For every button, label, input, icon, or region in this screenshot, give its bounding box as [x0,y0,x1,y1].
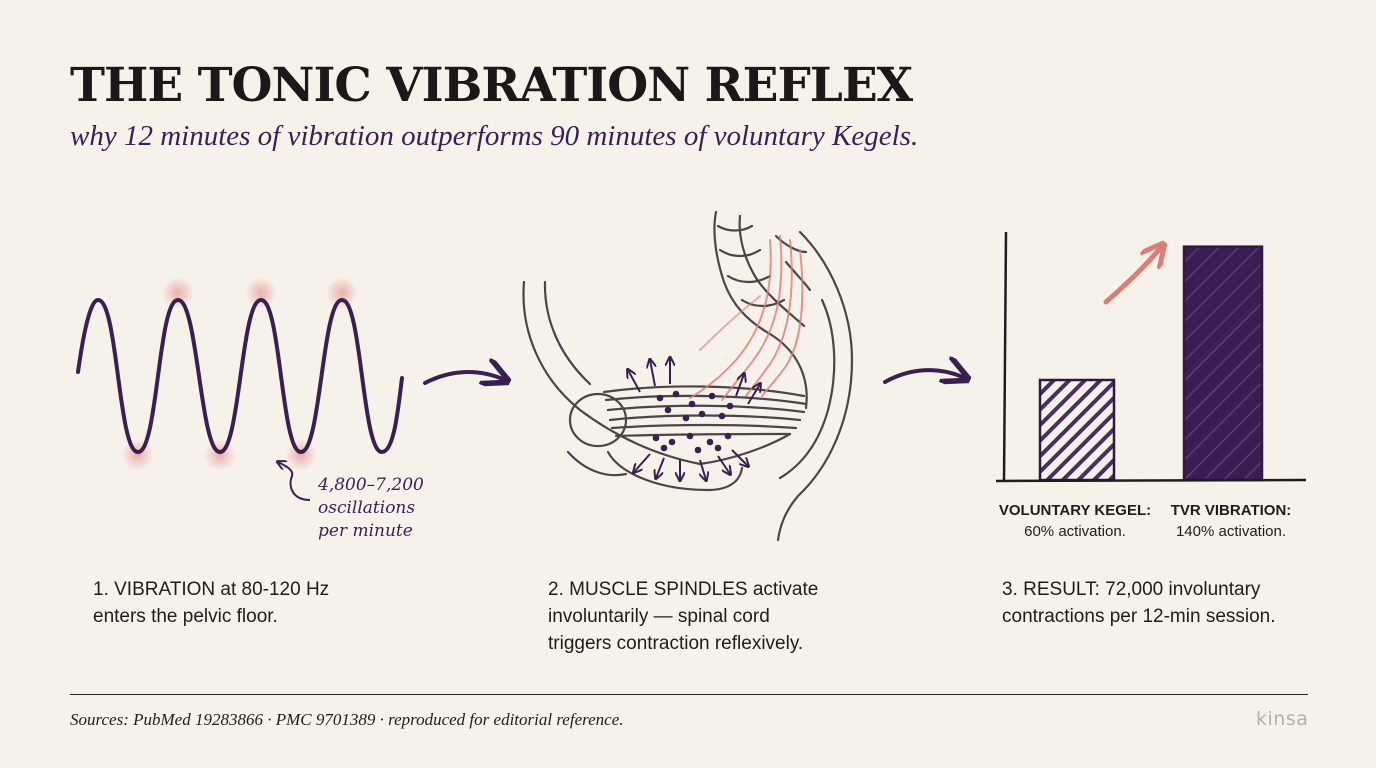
oscillation-label: oscillations [318,498,416,518]
bar-value-voluntary: 60% activation. [1024,523,1126,540]
step-3-line-2: contractions per 12-min session. [1002,606,1276,627]
spindle-activation-arrows [628,358,760,480]
step-2-line-2: involuntarily — spinal cord [548,606,770,627]
vibration-wave-icon [76,277,404,471]
step-3-line-1: 3. RESULT: 72,000 involuntary [1002,579,1261,600]
flow-arrow-1 [423,372,505,383]
oscillation-note: 4,800–7,200 oscillations per minute [318,474,424,543]
step-3-caption: 3. RESULT: 72,000 involuntary contractio… [1002,576,1276,630]
bar-voluntary-kegel [1038,378,1116,482]
oscillation-range: 4,800–7,200 [318,475,424,495]
step-2-caption: 2. MUSCLE SPINDLES activate involuntaril… [548,576,818,657]
activation-bar-chart [995,231,1307,483]
chart-y-axis [1002,231,1008,483]
bar-category-tvr: TVR VIBRATION: [1170,502,1292,519]
footer-divider [70,694,1308,695]
annotation-curl-arrow [278,462,311,501]
step-2-line-1: 2. MUSCLE SPINDLES activate [548,579,819,600]
bar-value-tvr: 140% activation. [1175,523,1287,540]
chart-x-axis [995,478,1307,483]
bar-category-voluntary: VOLUNTARY KEGEL: [998,502,1152,519]
sources-citation: Sources: PubMed 19283866 · PMC 9701389 ·… [70,710,624,729]
page-title: THE TONIC VIBRATION REFLEX [70,58,913,113]
muscle-spindle-dots [652,390,734,454]
step-1-caption: 1. VIBRATION at 80-120 Hz enters the pel… [93,576,329,630]
bar-label-voluntary: VOLUNTARY KEGEL: 60% activation. [990,500,1160,542]
bar-tvr-vibration [1182,245,1264,482]
bar-label-tvr: TVR VIBRATION: 140% activation. [1146,500,1316,542]
step-2-line-3: triggers contraction reflexively. [548,633,804,654]
brand-logo: kinsa [1256,708,1309,730]
flow-arrow-2 [883,370,965,382]
page-subtitle: why 12 minutes of vibration outperforms … [70,120,919,152]
step-1-line-2: enters the pelvic floor. [93,606,278,627]
oscillation-unit: per minute [318,521,413,541]
increase-arrow-icon [1103,246,1162,305]
pelvic-floor-illustration [522,210,854,542]
step-1-line-1: 1. VIBRATION at 80-120 Hz [93,579,330,600]
